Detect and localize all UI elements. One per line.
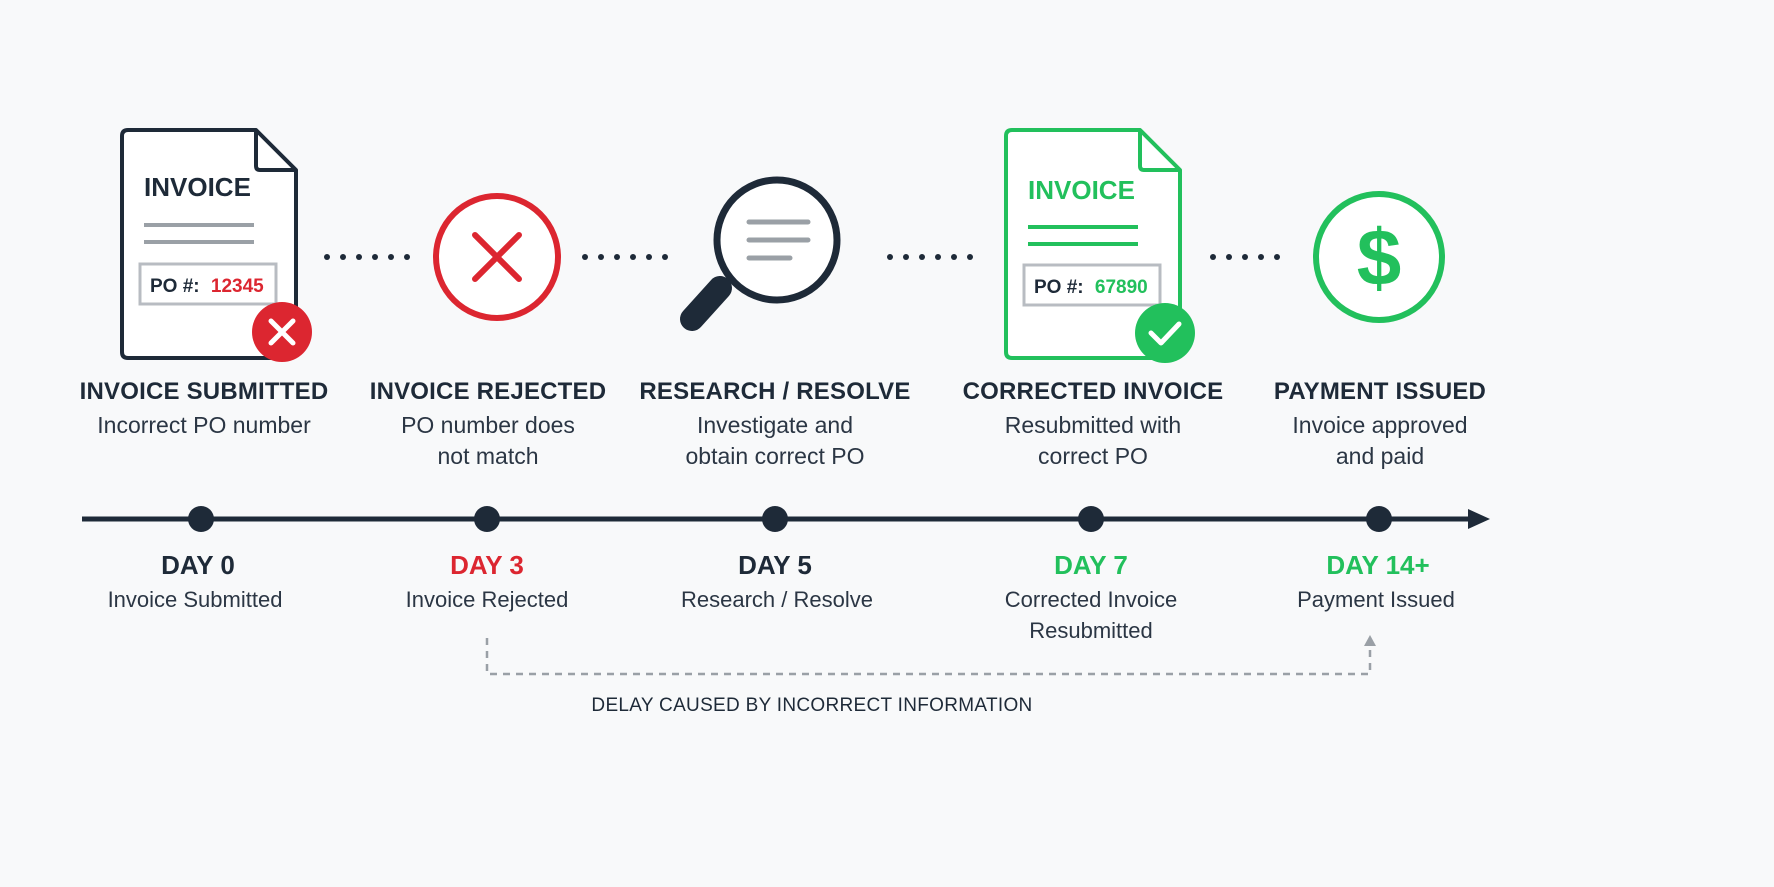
- step-description: Incorrect PO number: [44, 410, 364, 441]
- step-description-line: and paid: [1335, 443, 1425, 469]
- step-description: Resubmitted with correct PO: [933, 410, 1253, 472]
- timeline-description: Invoice Submitted: [45, 584, 345, 615]
- po-number-incorrect: 12345: [211, 276, 264, 297]
- step-title: CORRECTED INVOICE: [962, 378, 1224, 405]
- check-badge-icon: [1135, 303, 1195, 363]
- timeline-description-line: Resubmitted: [1029, 618, 1153, 643]
- timeline-marker: [188, 506, 214, 532]
- timeline-description: Payment Issued: [1226, 584, 1526, 615]
- invoice-heading: INVOICE: [144, 172, 251, 202]
- timeline-marker: [474, 506, 500, 532]
- timeline-day: DAY 5: [738, 550, 812, 580]
- timeline-description: Research / Resolve: [627, 584, 927, 615]
- timeline-description-line: Research / Resolve: [681, 587, 873, 612]
- timeline-description: Invoice Rejected: [337, 584, 637, 615]
- timeline-day: DAY 7: [1054, 550, 1128, 580]
- step-connectors: [324, 254, 1280, 260]
- timeline-marker: [1366, 506, 1392, 532]
- timeline-description-line: Payment Issued: [1297, 587, 1455, 612]
- timeline-day: DAY 14+: [1326, 550, 1430, 580]
- step-description-line: Invoice approved: [1292, 412, 1468, 438]
- corrected-invoice-heading: INVOICE: [1028, 175, 1135, 205]
- delay-bracket: [485, 635, 1376, 676]
- timeline-axis: [82, 506, 1490, 532]
- timeline-day: DAY 3: [450, 550, 524, 580]
- timeline-arrowhead-icon: [1468, 509, 1490, 529]
- step-title: INVOICE REJECTED: [369, 378, 607, 405]
- step-description: Invoice approved and paid: [1220, 410, 1540, 472]
- error-badge-icon: [252, 302, 312, 362]
- step-description-line: obtain correct PO: [685, 443, 865, 469]
- svg-text:PO #: 12345: PO #: 12345: [150, 276, 264, 297]
- invoice-document-with-check-badge-icon: INVOICE PO #: 67890: [1004, 128, 1195, 363]
- delay-arrowhead-icon: [1364, 635, 1376, 646]
- invoice-document-with-x-badge-icon: INVOICE PO #: 12345: [120, 128, 312, 362]
- po-number-correct: 67890: [1095, 277, 1148, 298]
- magnifying-glass-icon: [680, 176, 841, 331]
- delay-label: DELAY CAUSED BY INCORRECT INFORMATION: [591, 695, 1033, 716]
- step-description-line: Investigate and: [696, 412, 853, 438]
- timeline-marker: [762, 506, 788, 532]
- step-title: INVOICE SUBMITTED: [79, 378, 329, 405]
- timeline-day: DAY 0: [161, 550, 235, 580]
- timeline-description-line: Invoice Submitted: [107, 587, 283, 612]
- step-title: RESEARCH / RESOLVE: [639, 378, 911, 405]
- timeline-description-line: Invoice Rejected: [405, 587, 569, 612]
- step-description-line: correct PO: [1038, 443, 1148, 469]
- step-description-line: Resubmitted with: [1004, 412, 1182, 438]
- timeline-description-line: Corrected Invoice: [1004, 587, 1178, 612]
- step-title: PAYMENT ISSUED: [1273, 378, 1487, 405]
- po-label: PO #:: [150, 276, 200, 297]
- timeline-marker: [1078, 506, 1104, 532]
- step-description: PO number does not match: [328, 410, 648, 472]
- step-description: Investigate and obtain correct PO: [615, 410, 935, 472]
- step-description-line: not match: [437, 443, 539, 469]
- po-label: PO #:: [1034, 277, 1084, 298]
- svg-text:PO #: 67890: PO #: 67890: [1034, 277, 1148, 298]
- dollar-symbol: $: [1357, 213, 1402, 302]
- step-description-line: PO number does: [401, 412, 575, 438]
- timeline-description: Corrected Invoice Resubmitted: [941, 584, 1241, 646]
- step-description-line: Incorrect PO number: [97, 412, 311, 438]
- dollar-circle-icon: $: [1313, 191, 1445, 323]
- x-circle-icon: [433, 193, 561, 321]
